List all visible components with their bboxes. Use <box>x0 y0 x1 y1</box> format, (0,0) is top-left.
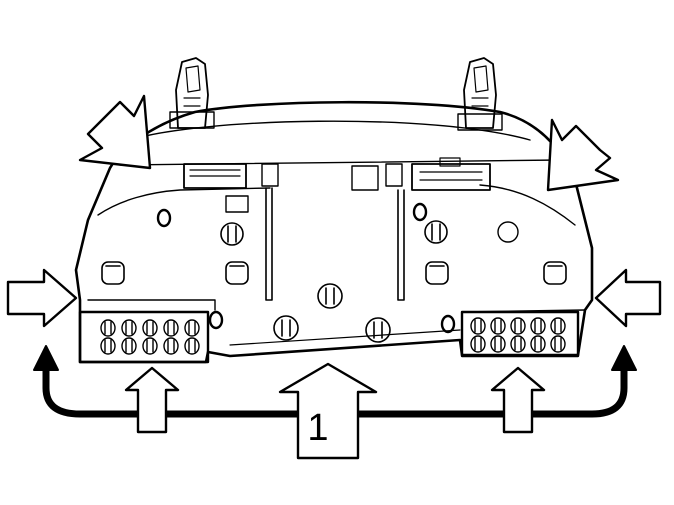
bank-socket <box>470 335 486 353</box>
mounting-clip-right <box>457 57 503 131</box>
bank-socket <box>490 317 506 335</box>
connector-right <box>411 157 491 191</box>
socket-bank-right <box>460 310 580 358</box>
bank-socket <box>100 319 116 337</box>
small-tabs <box>261 163 403 191</box>
bank-socket <box>142 319 158 337</box>
bank-socket <box>510 317 526 335</box>
bank-socket <box>121 337 137 355</box>
bank-socket <box>550 335 566 353</box>
center-rails <box>265 187 405 301</box>
bank-socket <box>550 317 566 335</box>
bank-socket <box>530 335 546 353</box>
arrow-side-right <box>594 268 662 328</box>
arrow-upper-left <box>78 94 152 170</box>
connector-left <box>183 163 249 213</box>
bank-socket <box>163 319 179 337</box>
bank-socket <box>142 337 158 355</box>
screw-holes <box>156 202 519 334</box>
arrow-bottom-left <box>124 366 180 434</box>
arrow-upper-right <box>546 118 620 192</box>
arrow-side-left <box>6 268 78 328</box>
bank-socket <box>510 335 526 353</box>
bank-socket <box>184 319 200 337</box>
bank-socket <box>530 317 546 335</box>
callout-number: 1 <box>307 407 328 449</box>
socket-bank-left <box>78 310 210 364</box>
bank-socket <box>184 337 200 355</box>
bank-socket <box>121 319 137 337</box>
arrow-bottom-center <box>278 362 378 460</box>
bank-socket <box>163 337 179 355</box>
bank-socket <box>490 335 506 353</box>
bank-socket <box>100 337 116 355</box>
bulb-sockets <box>101 220 567 343</box>
bank-socket <box>470 317 486 335</box>
mounting-clip-left <box>169 57 215 129</box>
arrow-bottom-right <box>490 366 546 434</box>
